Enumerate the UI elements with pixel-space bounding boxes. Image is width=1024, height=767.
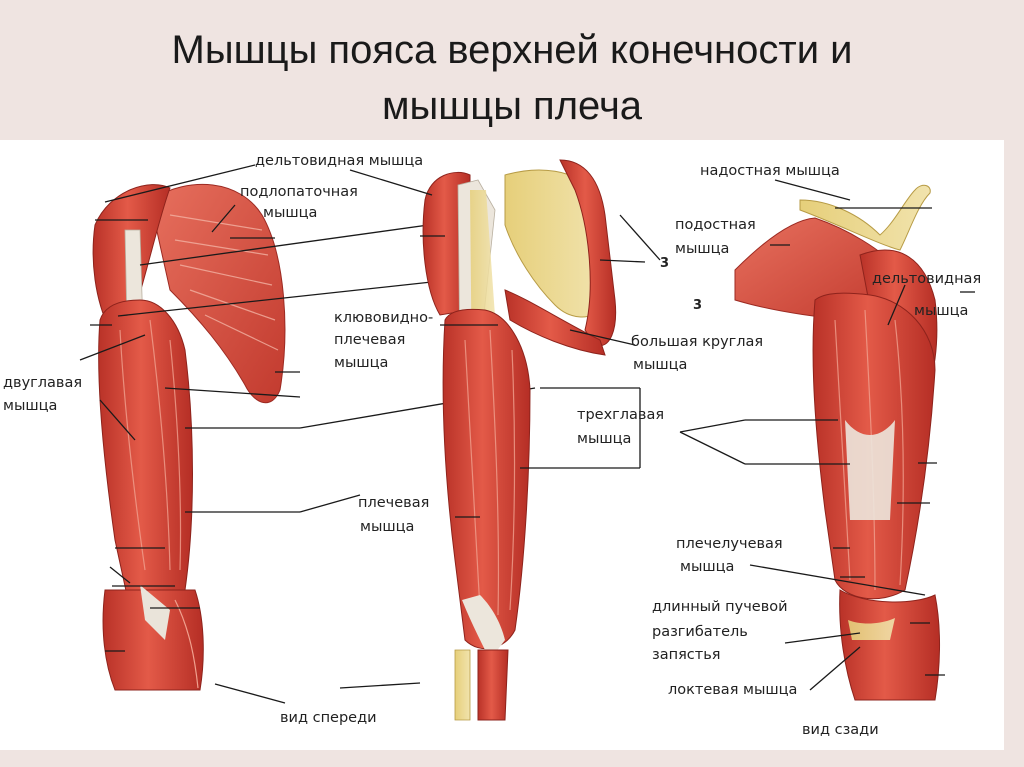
label-brachialis-line2: мышца (360, 519, 415, 535)
label-brachioradialis-line2: мышца (680, 559, 735, 575)
label-brachioradialis-line1: плечелучевая (676, 536, 783, 552)
arm-back-view-right (679, 179, 975, 701)
label-coracobrachialis-line2: плечевая (334, 332, 406, 348)
label-deltoid-back-line2: мышца (914, 303, 969, 319)
label-back-view: вид сзади (802, 722, 879, 738)
label-front-view: вид спереди (280, 710, 377, 726)
marker-number-2: 3 (693, 298, 703, 313)
label-ecrl-line3: запястья (652, 647, 721, 663)
label-biceps-line1: двуглавая (3, 375, 83, 391)
arm-front-view-left (79, 164, 536, 704)
label-subscapularis-line2: мышца (263, 205, 318, 221)
title-line-1: Мышцы пояса верхней конечности и (171, 28, 853, 72)
label-biceps-line2: мышца (3, 398, 58, 414)
label-teres-major-line1: большая круглая (631, 334, 764, 350)
marker-number-1: 3 (660, 256, 670, 271)
label-triceps-line2: мышца (577, 431, 632, 447)
label-coracobrachialis-line1: клювовидно- (334, 310, 434, 326)
arm-front-view-middle (339, 159, 661, 721)
label-infraspinatus-line2: мышца (675, 241, 730, 257)
label-subscapularis-line1: подлопаточная (240, 184, 358, 200)
slide-title: Мышцы пояса верхней конечности и мышцы п… (0, 22, 1024, 134)
label-anconeus: локтевая мышца (668, 682, 798, 698)
label-teres-major-line2: мышца (633, 357, 688, 373)
label-brachialis-line1: плечевая (358, 495, 430, 511)
label-coracobrachialis-line3: мышца (334, 355, 389, 371)
label-infraspinatus-line1: подостная (675, 217, 756, 233)
label-deltoid-back-line1: дельтовидная (872, 271, 982, 287)
label-triceps-line1: трехглавая (577, 407, 665, 423)
label-supraspinatus: надостная мышца (700, 163, 840, 179)
title-line-2: мышцы плеча (381, 84, 643, 128)
label-ecrl-line1: длинный пучевой (652, 599, 788, 615)
label-deltoid-front: дельтовидная мышца (255, 153, 424, 169)
label-ecrl-line2: разгибатель (652, 624, 748, 640)
